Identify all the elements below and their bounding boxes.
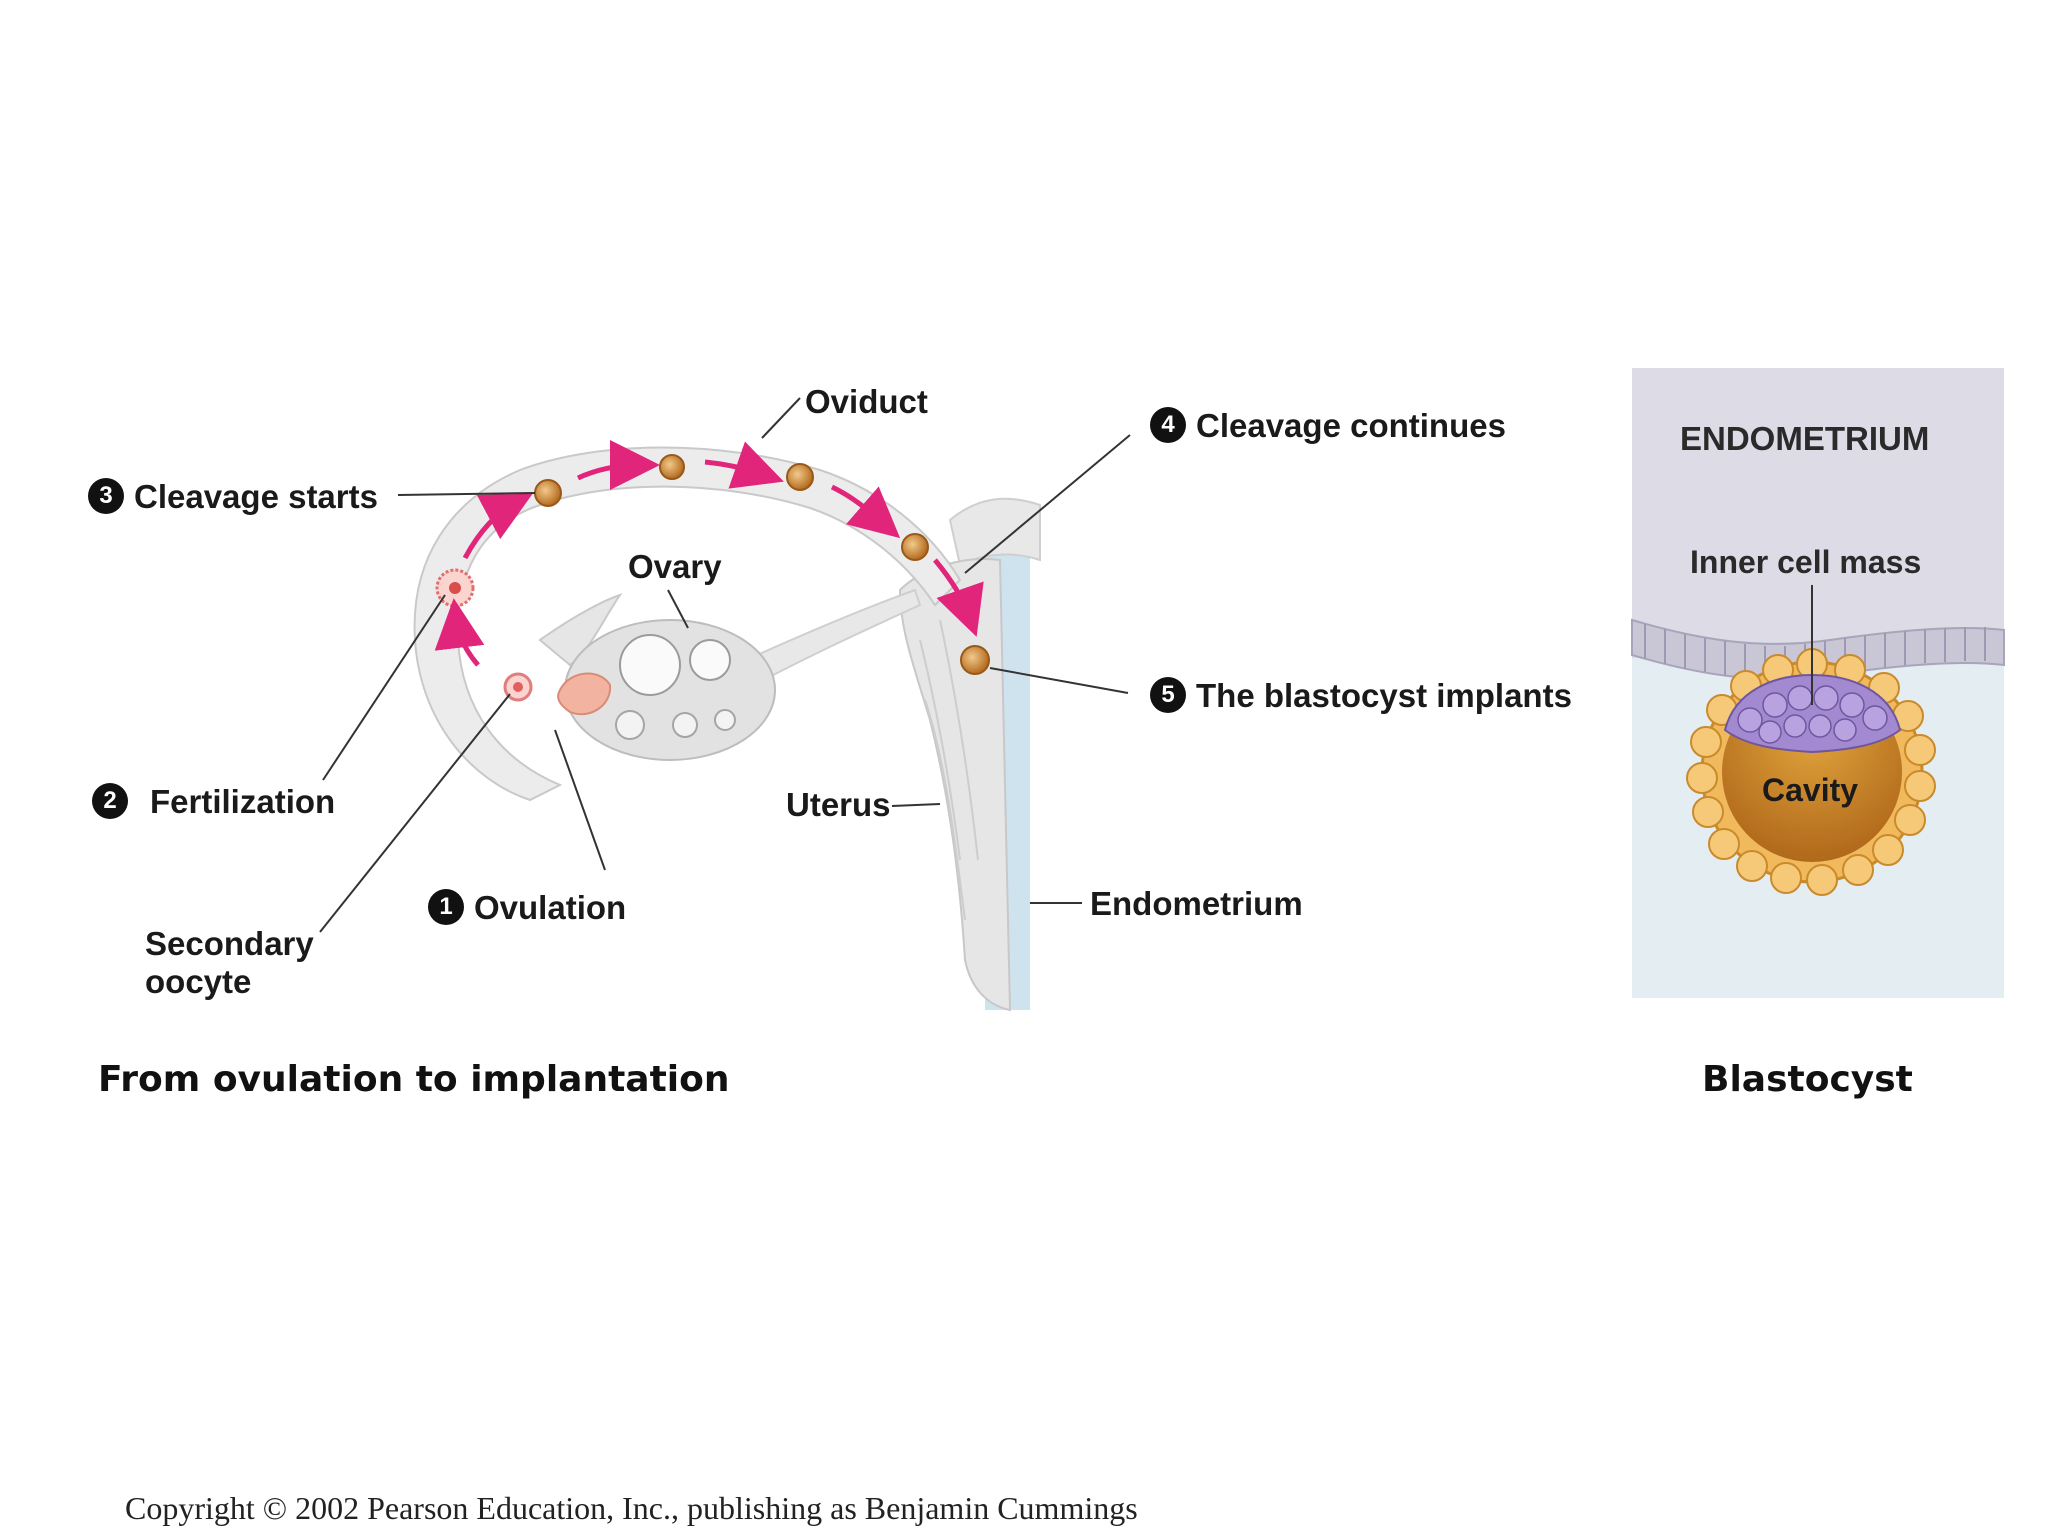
embryo: [901, 533, 929, 561]
leader-lines: [319, 397, 1131, 933]
ovarian-follicle: [714, 709, 736, 731]
ovarian-follicle: [619, 634, 681, 696]
secondary-oocyte-label-line2: oocyte: [145, 963, 252, 1000]
step-label-text: Cleavage continues: [1196, 406, 1506, 444]
step-number-badge: 5: [1150, 677, 1186, 713]
ovary-label: Ovary: [628, 548, 722, 585]
ovarian-follicle: [689, 639, 731, 681]
uterine-horn: [948, 497, 1041, 567]
embryo: [786, 463, 814, 491]
embryo: [534, 479, 562, 507]
uterus-label: Uterus: [786, 786, 891, 823]
ruptured-follicle: [557, 672, 612, 716]
embryo: [659, 454, 685, 480]
figure-caption-left: From ovulation to implantation: [98, 1059, 730, 1100]
copyright-notice: Copyright © 2002 Pearson Education, Inc.…: [125, 1490, 1138, 1526]
secondary-oocyte-label-line1: Secondary: [145, 925, 314, 962]
step-number-badge: 1: [428, 889, 464, 925]
step-3-label: 3 Cleavage starts: [88, 478, 378, 514]
endometrium-region: [1632, 368, 2004, 658]
step-label-text: Fertilization: [150, 782, 336, 820]
implanting-blastocyst: [960, 645, 990, 675]
ovarian-ligament: [733, 588, 922, 692]
step-label-text: Cleavage starts: [134, 477, 378, 515]
cavity-label: Cavity: [1762, 772, 1859, 808]
ovarian-follicle: [672, 712, 698, 738]
step-2-label: 2 Fertilization: [92, 783, 335, 819]
step-5-label: 5 The blastocyst implants: [1150, 677, 1572, 713]
step-4-label: 4 Cleavage continues: [1150, 407, 1506, 443]
uterus-wall: [898, 558, 1012, 1012]
step-number-badge: 3: [88, 478, 124, 514]
step-1-label: 1 Ovulation: [428, 889, 626, 925]
direction-arrows: [434, 440, 984, 667]
figure-caption-right: Blastocyst: [1702, 1059, 1913, 1100]
ovarian-follicle: [615, 710, 645, 740]
step-label-text: Ovulation: [474, 888, 627, 926]
endometrium-label: Endometrium: [1090, 885, 1303, 922]
step-number-badge: 4: [1150, 407, 1186, 443]
oviduct-label: Oviduct: [805, 383, 928, 420]
inner-cell-mass-label: Inner cell mass: [1690, 544, 1922, 580]
step-number-badge: 2: [92, 783, 128, 819]
panel-endometrium-label: ENDOMETRIUM: [1680, 420, 1930, 457]
step-label-text: The blastocyst implants: [1196, 676, 1572, 714]
